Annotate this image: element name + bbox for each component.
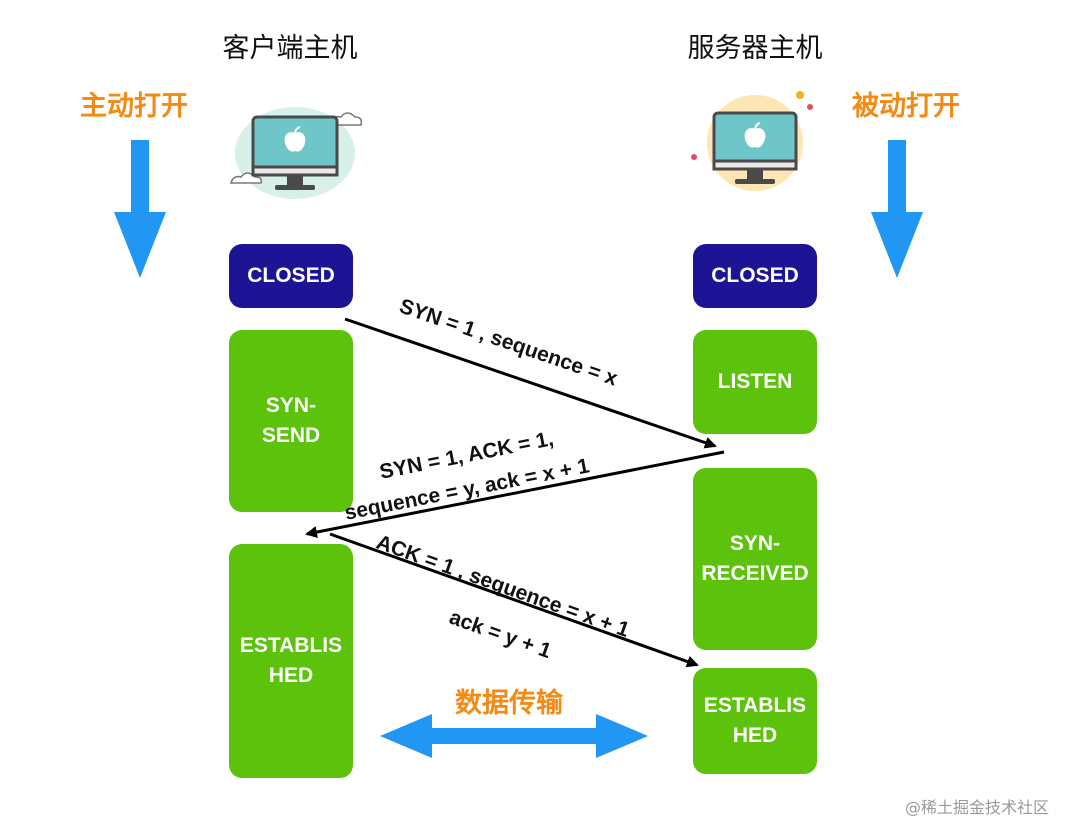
client-down-arrow bbox=[114, 140, 166, 278]
server-mode-label: 被动打开 bbox=[852, 91, 960, 122]
client-state-closed: CLOSED bbox=[229, 244, 353, 308]
ack-arrow bbox=[329, 532, 699, 668]
client-mode-label: 主动打开 bbox=[80, 91, 188, 122]
server-computer-icon bbox=[691, 91, 813, 191]
client-state-syn-send: SYN- SEND bbox=[229, 330, 353, 512]
watermark: @稀土掘金技术社区 bbox=[905, 798, 1050, 817]
server-state-established: ESTABLIS HED bbox=[693, 668, 817, 774]
server-host-title: 服务器主机 bbox=[687, 33, 823, 64]
server-state-syn-received: SYN- RECEIVED bbox=[693, 468, 817, 650]
syn-arrow bbox=[344, 317, 717, 449]
server-down-arrow bbox=[871, 140, 923, 278]
client-host-title: 客户端主机 bbox=[222, 33, 358, 64]
server-state-listen: LISTEN bbox=[693, 330, 817, 434]
client-state-established: ESTABLIS HED bbox=[229, 544, 353, 778]
synack-arrow bbox=[305, 450, 725, 538]
client-computer-icon bbox=[229, 107, 363, 199]
data-transfer-arrow bbox=[380, 714, 648, 758]
server-state-closed: CLOSED bbox=[693, 244, 817, 308]
data-transfer-label: 数据传输 bbox=[455, 688, 563, 719]
